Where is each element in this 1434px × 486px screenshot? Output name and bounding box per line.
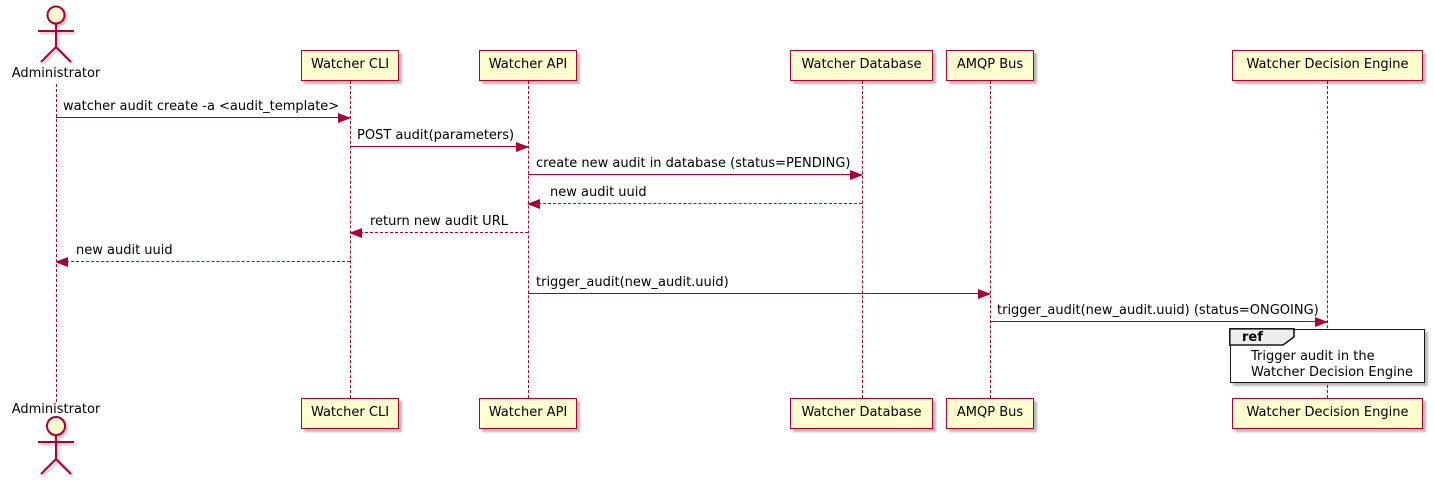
participant-watcher-cli-top: Watcher CLI [301, 50, 399, 81]
message-5: return new audit URL [349, 213, 528, 239]
arrowhead-right-icon [338, 113, 351, 123]
ref-body-line-2: Watcher Decision Engine [1251, 365, 1413, 380]
message-7: trigger_audit(new_audit.uuid) [528, 274, 991, 300]
message-4: new audit uuid [527, 184, 862, 210]
lifeline-watcher-decision-engine [1326, 81, 1328, 398]
message-2-line [350, 146, 528, 147]
message-6: new audit uuid [55, 242, 350, 268]
message-2-label: POST audit(parameters) [357, 128, 515, 143]
actor-icon [38, 5, 74, 63]
message-4-line [528, 203, 862, 204]
message-6-line [56, 261, 350, 262]
lifeline-administrator [55, 84, 57, 402]
arrowhead-right-icon [978, 289, 991, 299]
participant-amqp-bus-bottom: AMQP Bus [946, 398, 1034, 429]
ref-body-line-1: Trigger audit in the [1251, 349, 1375, 364]
message-7-label: trigger_audit(new_audit.uuid) [536, 275, 729, 290]
lifeline-amqp-bus [989, 81, 991, 398]
arrowhead-left-icon [349, 228, 362, 238]
actor-administrator-bottom [26, 415, 86, 483]
message-5-line [350, 232, 528, 233]
message-7-line [528, 293, 990, 294]
arrowhead-right-icon [516, 142, 529, 152]
actor-icon [38, 416, 74, 475]
message-2: POST audit(parameters) [350, 127, 529, 153]
participant-watcher-api-top: Watcher API [479, 50, 577, 81]
message-4-label: new audit uuid [550, 185, 647, 200]
arrowhead-left-icon [527, 199, 540, 209]
message-1: watcher audit create -a <audit_template> [56, 98, 351, 124]
participant-watcher-database-bottom: Watcher Database [790, 398, 933, 429]
ref-body: Trigger audit in the Watcher Decision En… [1251, 349, 1413, 381]
actor-label-top: Administrator [11, 66, 101, 81]
message-5-label: return new audit URL [370, 214, 508, 229]
message-3-line [528, 174, 862, 175]
participant-watcher-database-top: Watcher Database [790, 50, 933, 81]
lifeline-watcher-cli [349, 81, 351, 398]
message-3-label: create new audit in database (status=PEN… [536, 156, 851, 171]
ref-keyword: ref [1242, 330, 1263, 345]
message-1-line [56, 117, 350, 118]
participant-watcher-decision-engine-bottom: Watcher Decision Engine [1232, 398, 1423, 429]
lifeline-watcher-database [861, 81, 863, 398]
participant-amqp-bus-top: AMQP Bus [946, 50, 1034, 81]
arrowhead-left-icon [55, 257, 68, 267]
message-6-label: new audit uuid [76, 243, 173, 258]
message-8-label: trigger_audit(new_audit.uuid) (status=ON… [997, 303, 1319, 318]
ref-fragment: ref Trigger audit in the Watcher Decisio… [1229, 328, 1425, 383]
actor-administrator-top [26, 4, 86, 68]
arrowhead-right-icon [850, 170, 863, 180]
message-8: trigger_audit(new_audit.uuid) (status=ON… [990, 302, 1328, 328]
participant-watcher-cli-bottom: Watcher CLI [301, 398, 399, 429]
ref-header-pentagon-icon [1229, 328, 1296, 347]
participant-watcher-api-bottom: Watcher API [479, 398, 577, 429]
lifeline-watcher-api [527, 81, 529, 398]
actor-label-bottom: Administrator [11, 402, 101, 417]
message-8-line [990, 321, 1327, 322]
message-1-label: watcher audit create -a <audit_template> [63, 99, 340, 114]
arrowhead-right-icon [1315, 317, 1328, 327]
message-3: create new audit in database (status=PEN… [528, 155, 863, 181]
participant-watcher-decision-engine-top: Watcher Decision Engine [1232, 50, 1423, 81]
